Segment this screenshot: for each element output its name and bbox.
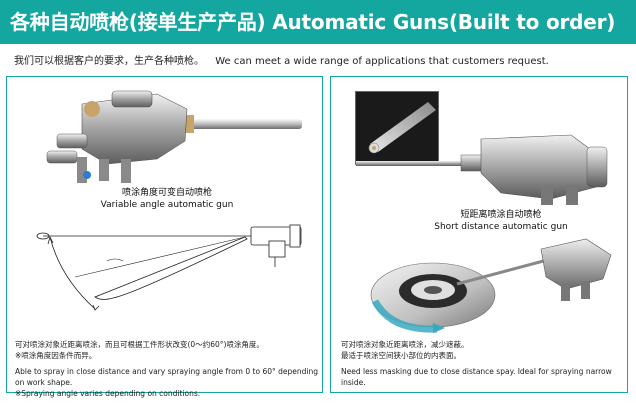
variable-angle-note-en-2: ※Spraying angle varies depending on cond… [15,389,201,398]
variable-angle-note-cn-2: ※喷涂角度因条件而异。 [15,351,97,360]
variable-angle-note-cn-1: 可对喷涂对象近距离喷涂，而且可根据工件形状改变(0～约60°)喷涂角度。 [15,340,264,349]
short-distance-note-en-1: Need less masking due to close distance … [341,367,612,387]
short-distance-gun-photo [356,134,608,205]
variable-angle-caption-cn: 喷涂角度可变自动喷枪 [121,188,212,198]
variable-angle-gun-panel: 喷涂角度可变自动喷枪 Variable angle automatic gun … [6,76,323,398]
disc-spray-photo [370,238,612,333]
intro-en: We can meet a wide range of applications… [215,56,549,67]
variable-angle-note: 可对喷涂对象近距离喷涂，而且可根据工件形状改变(0～约60°)喷涂角度。 ※喷涂… [15,339,320,399]
intro-text: 我们可以根据客户的要求，生产各种喷枪。 We can meet a wide r… [14,52,624,67]
short-distance-caption-cn: 短距离喷涂自动喷枪 [460,210,542,220]
short-distance-gun-panel: 短距离喷涂自动喷枪 Short distance automatic gun 可… [330,76,628,393]
variable-angle-caption-en: Variable angle automatic gun [100,200,234,210]
short-distance-note-cn-1: 可对喷涂对象近距离喷涂，减少遮蔽。 [341,340,469,349]
spray-angle-diagram [36,224,302,311]
nozzle-closeup-photo [355,91,439,165]
short-distance-note-cn-2: 最适于喷涂空间狭小部位的内表面。 [341,351,461,360]
variable-angle-caption: 喷涂角度可变自动喷枪 Variable angle automatic gun [67,187,267,211]
page-header: 各种自动喷枪(接单生产产品) Automatic Guns(Built to o… [0,0,636,44]
short-distance-note: 可对喷涂对象近距离喷涂，减少遮蔽。 最适于喷涂空间狭小部位的内表面。 Need … [341,339,625,388]
variable-angle-note-en-1: Able to spray in close distance and vary… [15,367,318,387]
intro-cn: 我们可以根据客户的要求，生产各种喷枪。 [14,56,204,67]
page-title: 各种自动喷枪(接单生产产品) Automatic Guns(Built to o… [10,10,616,34]
short-distance-caption-en: Short distance automatic gun [434,222,568,232]
variable-angle-gun-photo [46,90,302,183]
short-distance-caption: 短距离喷涂自动喷枪 Short distance automatic gun [401,209,601,233]
